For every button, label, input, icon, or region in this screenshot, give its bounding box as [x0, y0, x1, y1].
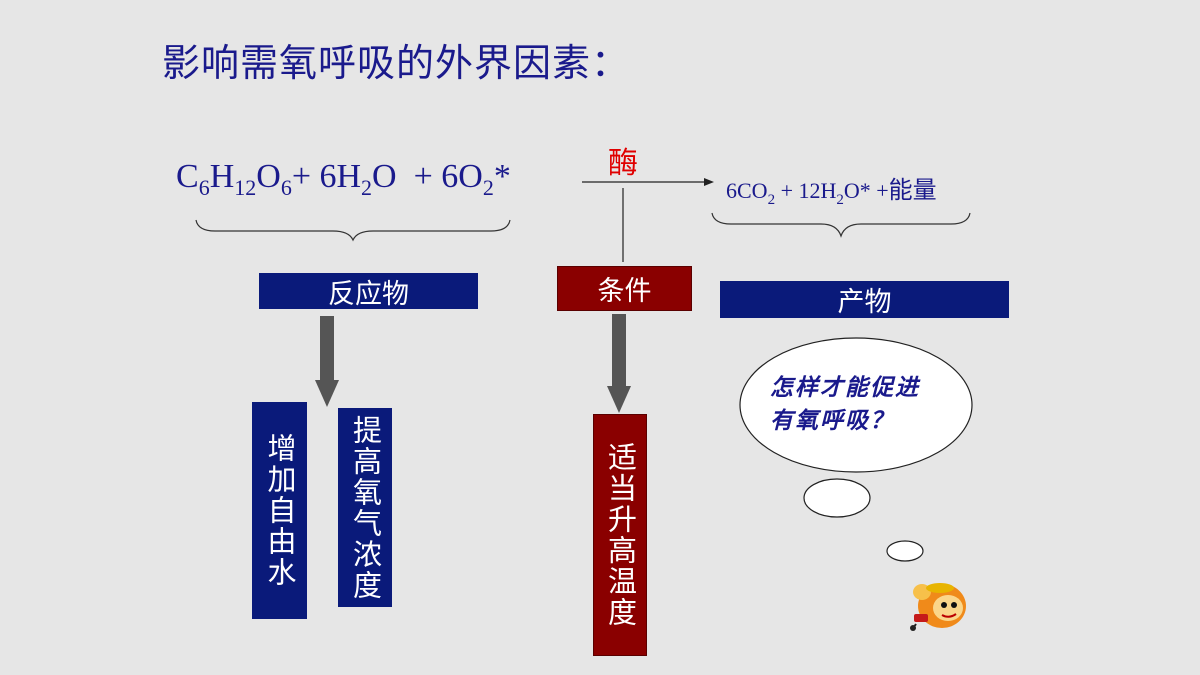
eq-text: C	[176, 158, 199, 195]
eq-text: *	[493, 158, 511, 195]
eq-sub: 6	[198, 175, 210, 200]
oxygen-text: 提高氧气浓度	[348, 414, 383, 601]
free-water-box: 增加自由水	[252, 402, 307, 619]
temperature-text: 适当升高温度	[603, 442, 638, 628]
down-arrow-middle	[607, 314, 631, 413]
eq-text: + 12H	[775, 178, 837, 203]
eq-sub: 2	[361, 175, 373, 200]
equation-products: 6CO2 + 12H2O* +能量	[726, 170, 937, 208]
thought-bubble	[739, 337, 973, 473]
temperature-box: 适当升高温度	[593, 414, 647, 656]
free-water-text: 增加自由水	[263, 433, 297, 588]
products-brace	[711, 212, 971, 238]
energy-label: 能量	[888, 176, 937, 204]
eq-sub: 12	[234, 175, 257, 200]
eq-text: O + 6O	[372, 158, 483, 195]
eq-text: + 6H	[291, 158, 362, 195]
eq-sub: 2	[767, 192, 776, 208]
reactants-label-box: 反应物	[259, 273, 478, 310]
conditions-label: 条件	[597, 276, 652, 307]
reaction-arrowhead	[704, 178, 714, 186]
bubble-question: 怎样才能促进 有氧呼吸？	[770, 372, 960, 438]
bubble-line-2: 有氧呼吸？	[770, 408, 895, 434]
eq-text: H	[209, 158, 235, 195]
eq-text: 6CO	[726, 178, 768, 203]
oxygen-box: 提高氧气浓度	[338, 408, 392, 607]
monkey-mascot-icon	[910, 583, 966, 631]
eq-sub: 2	[482, 175, 494, 200]
down-arrow-left	[315, 316, 339, 407]
equation-reactants: C6H12O6+ 6H2O + 6O2*	[176, 158, 511, 199]
reactants-label: 反应物	[328, 278, 409, 310]
products-label-box: 产物	[720, 281, 1009, 318]
eq-text: O* +	[843, 178, 889, 203]
enzyme-label: 酶	[608, 146, 638, 181]
eq-text: O	[256, 158, 281, 195]
slide-title: 影响需氧呼吸的外界因素：	[162, 41, 631, 85]
products-label: 产物	[837, 287, 892, 318]
thought-bubble-dot-small	[886, 540, 924, 562]
bubble-line-1: 怎样才能促进	[770, 375, 920, 401]
reactants-brace	[195, 219, 511, 242]
eq-sub: 2	[836, 192, 844, 208]
thought-bubble-dot-large	[803, 478, 871, 518]
conditions-label-box: 条件	[557, 266, 692, 311]
eq-sub: 6	[280, 175, 292, 200]
